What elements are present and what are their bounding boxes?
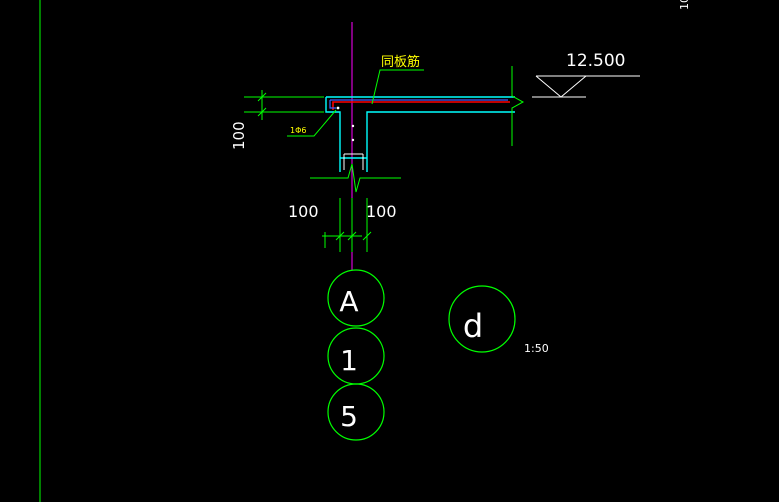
axis-bubble-a-label: A [339,285,358,318]
horizontal-dimension [322,198,372,252]
axis-bubble-a: A [327,269,385,327]
dim-right-text: 100 [366,202,397,221]
dim-vertical-text: 100 [230,121,248,150]
axis-bubble-1-label: 1 [340,344,358,377]
vertical-dimension [244,90,324,120]
detail-scale-text: 1:50 [524,342,549,355]
slab-break-line [511,66,525,146]
elevation-symbol [532,75,640,98]
wall-break-line [310,163,401,193]
slab-rebar-label: 同板筋 [381,54,420,70]
top-rebar-line [332,101,510,110]
wall-stirrup [343,153,364,170]
detail-bubble: d [448,285,516,353]
slab-rebar-leader [371,69,424,105]
corner-text: 10 [678,0,691,10]
elevation-text: 12.500 [566,51,625,71]
rebar-spec-text: 1Φ6 [290,126,306,135]
rebar-spec-leader [287,109,337,137]
axis-bubble-5-label: 5 [340,400,358,433]
detail-bubble-label: d [463,307,483,345]
axis-bubble-5: 5 [327,383,385,441]
rebar-dots [336,106,355,142]
inner-rebar [329,99,508,109]
dim-left-text: 100 [288,202,319,221]
